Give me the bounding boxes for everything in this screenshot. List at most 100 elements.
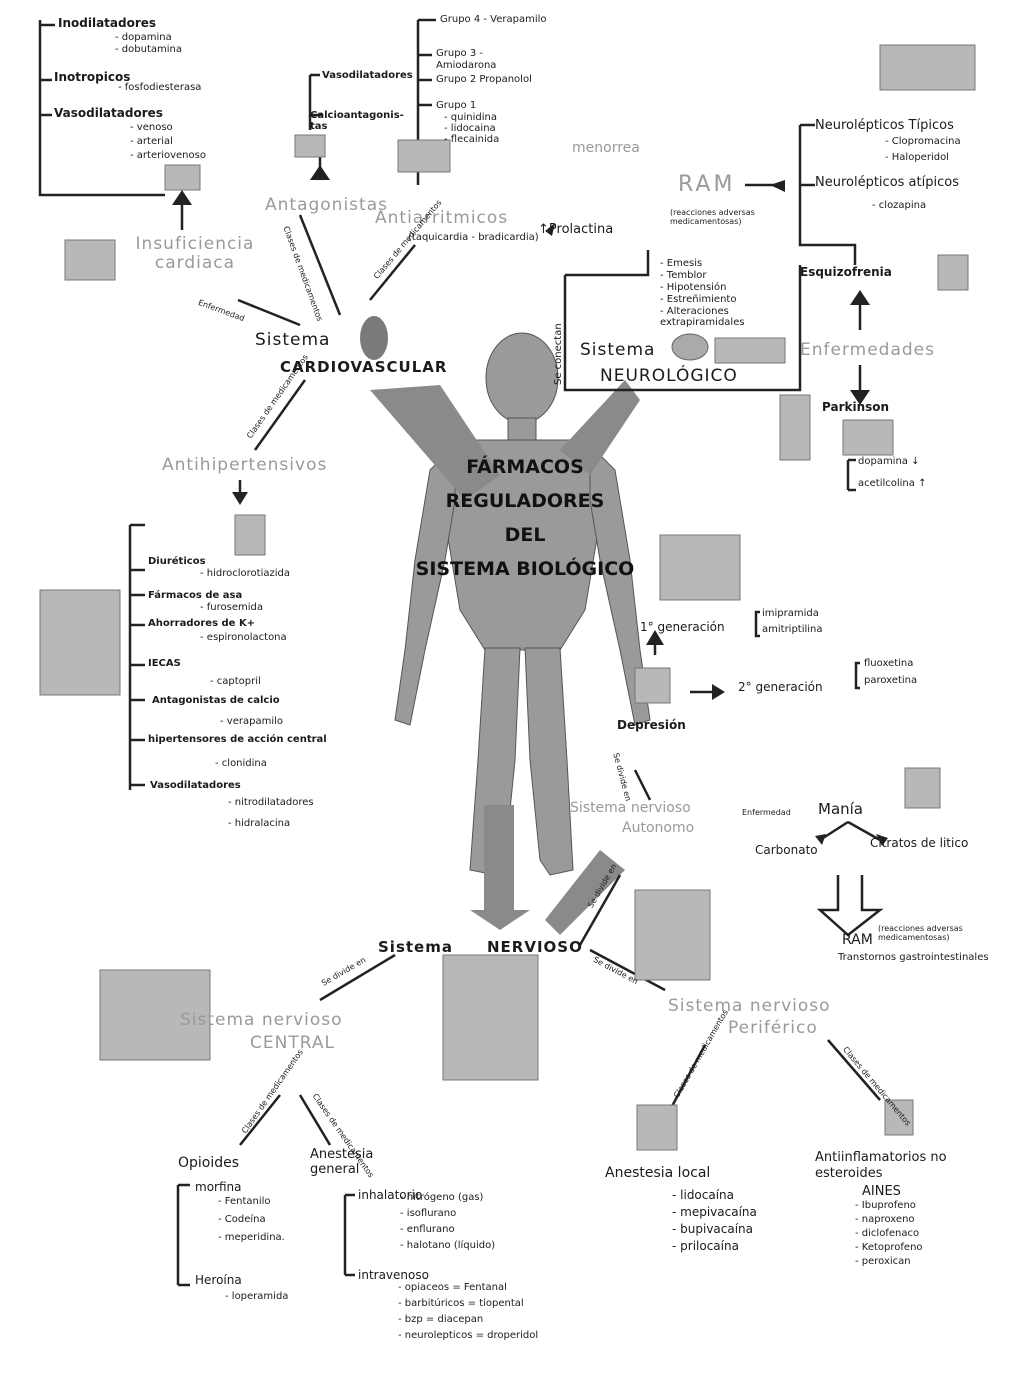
image-head-profile (39, 589, 121, 696)
tipicos-item-2: - Haloperidol (885, 152, 949, 163)
tipicos-item-1: - Clopromacina (885, 136, 961, 147)
neuro-title-2: NEUROLÓGICO (600, 366, 738, 386)
brain-icon (671, 333, 709, 361)
g1-item-3: - flecainida (444, 134, 500, 145)
aines-abbr: AINES (862, 1184, 901, 1199)
g1-item-2: - lidocaina (444, 123, 496, 134)
vaso-item-2: - arterial (130, 136, 173, 147)
arrow-right-down-shape (545, 850, 625, 935)
antihip-1-sub: - hidroclorotiazida (200, 568, 290, 579)
aines-title: Antiinflamatorios no esteroides (815, 1150, 947, 1181)
sna-title-2: Autonomo (622, 820, 695, 836)
title-line-1: FÁRMACOS (466, 456, 584, 478)
image-painting (659, 534, 741, 601)
opioides: Opioides (178, 1155, 240, 1171)
snp-title: Sistema nervioso (668, 996, 831, 1016)
inod-item-2: - dobutamina (115, 44, 182, 55)
esquizofrenia: Esquizofrenia (800, 265, 892, 279)
g1-label: 1° generación (640, 620, 725, 634)
ram-item-5: - Alteraciones extrapiramidales (660, 306, 745, 328)
image-cells (397, 139, 451, 173)
antag-item-2: Calcioantagonis-tas (310, 110, 404, 132)
image-heart-cells (164, 164, 201, 191)
title-line-3: DEL (504, 524, 546, 546)
local-item-2: - mepivacaína (672, 1205, 757, 1219)
inotropicos-label: Inotropicos (54, 70, 131, 84)
antiarritmicos-sub: (taquicardia - bradicardia) (408, 232, 539, 243)
anestesia-local: Anestesia local (605, 1165, 711, 1181)
inotr-item-1: - fosfodiesterasa (118, 82, 202, 93)
morfina: morfina (195, 1180, 242, 1194)
g2-drug-1: fluoxetina (864, 658, 914, 669)
arrow-left-shape (370, 385, 500, 500)
enfermedades: Enfermedades (800, 340, 935, 360)
snp-title-2: Periférico (728, 1018, 818, 1038)
antiarritmicos-title: Antiarritmicos (375, 208, 509, 228)
insuficiencia-title: Insuficiencia cardiaca (135, 234, 255, 273)
mania: Manía (818, 800, 863, 818)
inhalatorio: inhalatorio (358, 1188, 423, 1202)
title-line-2: REGULADORES (445, 490, 605, 512)
grupo-3: Grupo 3 - Amiodarona (436, 48, 497, 71)
image-pills (879, 44, 976, 91)
ram-item-2: - Temblor (660, 270, 707, 281)
image-man-walking (779, 394, 811, 461)
antihip-2-sub: - furosemida (200, 602, 264, 613)
menorrea: menorrea (572, 140, 640, 156)
antihip-5: Antagonistas de calcio (152, 695, 280, 706)
anestesia-general: Anestesia general (310, 1147, 374, 1177)
park-item-2: acetilcolina ↑ (858, 478, 927, 489)
arrow-right-shape (560, 380, 640, 475)
depresion-title: Depresión (617, 718, 686, 732)
cardio-title-2: CARDIOVASCULAR (280, 358, 448, 376)
ram-sub: (reacciones adversas medicamentosas) (670, 208, 755, 226)
sna-enf: Enfermedad (742, 808, 791, 817)
image-inflammation (884, 1099, 914, 1136)
g1-drug-1: imipramida (762, 608, 819, 619)
g1-drug-2: amitriptilina (762, 624, 823, 635)
aines-item-3: - diclofenaco (855, 1228, 920, 1239)
intra-item-1: - opiaceos = Fentanal (398, 1282, 507, 1293)
local-item-4: - prilocaína (672, 1239, 739, 1253)
vaso-item-3: - arteriovenoso (130, 150, 206, 161)
image-local-anesthesia (636, 1104, 678, 1151)
ram-item-4: - Estreñimiento (660, 294, 737, 305)
title-line-4: SISTEMA BIOLÓGICO (415, 558, 635, 580)
image-mania (904, 767, 941, 809)
se-conectan: Se conectan (553, 323, 564, 385)
aines-item-1: - Ibuprofeno (855, 1200, 916, 1211)
morfina-item-2: - Codeína (218, 1214, 266, 1225)
antihipertensivos-title: Antihipertensivos (162, 455, 328, 475)
image-person (234, 514, 266, 556)
main-title: FÁRMACOS REGULADORES DEL SISTEMA BIOLÓGI… (400, 450, 650, 586)
heart-icon (360, 316, 388, 360)
cardio-title: Sistema (255, 330, 331, 350)
morfina-item-1: - Fentanilo (218, 1196, 271, 1207)
antihip-6-sub: - clonidina (215, 758, 267, 769)
tipicos: Neurolépticos Típicos (815, 118, 954, 133)
local-item-3: - bupivacaína (672, 1222, 754, 1236)
g1-item-1: - quinidina (444, 112, 497, 123)
antihip-1: Diuréticos (148, 556, 206, 567)
image-heart (64, 239, 116, 281)
atipicos-item-1: - clozapina (872, 200, 927, 211)
intra-item-2: - barbitúricos = tiopental (398, 1298, 524, 1309)
antihip-3-sub: - espironolactona (200, 632, 287, 643)
inhal-item-3: - enflurano (400, 1224, 455, 1235)
inod-item-1: - dopamina (115, 32, 172, 43)
park-item-1: dopamina ↓ (858, 456, 920, 467)
snc-title-2: CENTRAL (250, 1033, 335, 1053)
ram-item-1: - Emesis (660, 258, 703, 269)
carbonato: Carbonato (755, 843, 818, 857)
sn-title: Sistema (378, 938, 453, 956)
heroina: Heroína (195, 1273, 242, 1287)
vasodilatadores-label: Vasodilatadores (54, 106, 163, 120)
sna-ram-sub: (reacciones adversas medicamentosas) (878, 924, 963, 942)
intra-item-4: - neurolepticos = droperidol (398, 1330, 539, 1341)
aines-item-5: - peroxican (855, 1256, 911, 1267)
antag-item-1: Vasodilatadores (322, 70, 413, 81)
image-neuron (714, 337, 786, 364)
prolactina: ↑Prolactina (538, 222, 614, 237)
antihip-3: Ahorradores de K+ (148, 618, 256, 629)
human-body-figure (394, 332, 651, 876)
